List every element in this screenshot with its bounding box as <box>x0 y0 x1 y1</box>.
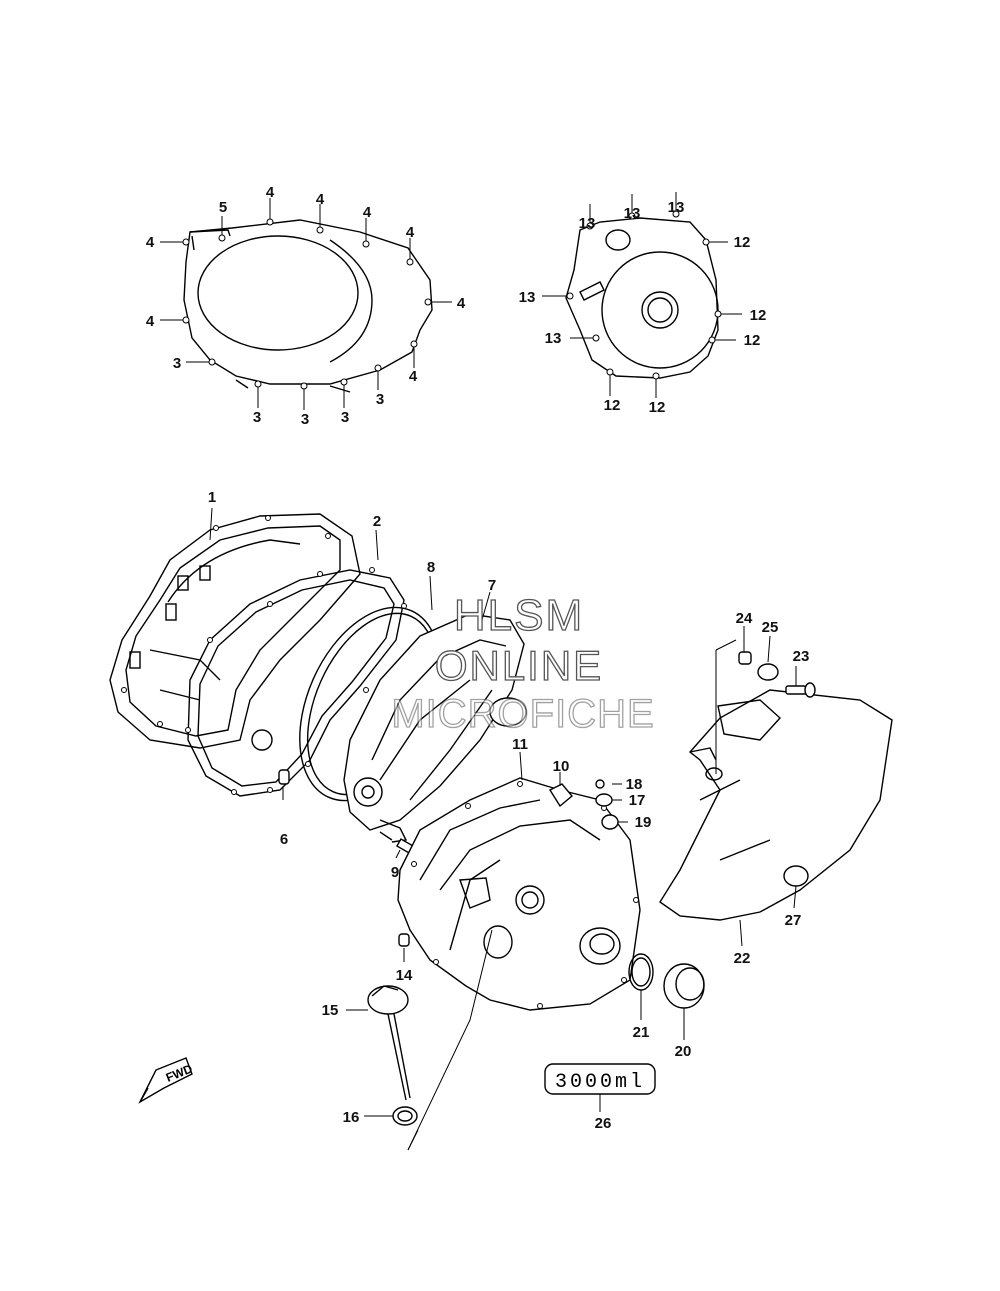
grommet <box>757 663 779 681</box>
callout-2: 2 <box>373 513 381 530</box>
callout-4: 4 <box>146 234 155 251</box>
callout-9: 9 <box>391 864 399 881</box>
callout-24: 24 <box>736 610 753 627</box>
callout-4: 4 <box>363 204 372 221</box>
callout-15: 15 <box>322 1002 339 1019</box>
outer-clutch-cover <box>160 198 452 410</box>
callout-12: 12 <box>750 307 767 324</box>
dowel-pin-2 <box>398 933 410 947</box>
callout-8: 8 <box>427 559 435 576</box>
callout-25: 25 <box>762 619 779 636</box>
bolt <box>379 831 415 854</box>
o-ring <box>392 1106 418 1126</box>
callout-3: 3 <box>253 409 261 426</box>
callout-12: 12 <box>744 332 761 349</box>
callout-12: 12 <box>604 397 621 414</box>
cap <box>783 865 809 887</box>
callout-4: 4 <box>409 368 418 385</box>
leader-line-2 <box>407 1129 419 1151</box>
callout-1: 1 <box>208 489 216 506</box>
callout-6: 6 <box>280 831 288 848</box>
washer <box>595 793 613 807</box>
callout-3: 3 <box>376 391 384 408</box>
watermark: HLSM ONLINE MICROFICHE <box>391 590 655 736</box>
fwd-arrow: FWD <box>138 1057 195 1104</box>
callout-13: 13 <box>668 199 685 216</box>
small-washer <box>595 779 605 789</box>
clutch-guide-plate <box>343 613 527 843</box>
callout-4: 4 <box>146 313 155 330</box>
callout-3: 3 <box>173 355 181 372</box>
callout-14: 14 <box>396 967 413 984</box>
watermark-line1: HLSM <box>454 591 584 640</box>
seal <box>601 814 619 830</box>
callout-13: 13 <box>545 330 562 347</box>
oil-filler-cap <box>367 985 411 1101</box>
collar <box>738 651 752 665</box>
callout-12: 12 <box>734 234 751 251</box>
callout-4: 4 <box>457 295 466 312</box>
dowel-pin <box>278 769 290 785</box>
plug <box>548 783 573 808</box>
callout-10: 10 <box>553 758 570 775</box>
callout-3: 3 <box>341 409 349 426</box>
callout-26: 26 <box>595 1115 612 1132</box>
callout-27: 27 <box>785 912 802 929</box>
callout-leaders <box>209 507 797 1117</box>
timing-plug <box>663 963 705 1009</box>
callout-22: 22 <box>734 950 751 967</box>
watermark-line3: MICROFICHE <box>391 692 654 736</box>
callouts: 5 4 4 4 4 4 4 4 4 3 3 3 3 3 13 13 13 13 … <box>146 184 810 1132</box>
callout-7: 7 <box>488 577 496 594</box>
magneto-cover <box>542 192 742 398</box>
callout-17: 17 <box>629 792 646 809</box>
leader-line-4 <box>715 639 737 651</box>
quantity-label: 3000ml <box>544 1063 656 1095</box>
magneto-cover-lower <box>397 777 641 1011</box>
callout-4: 4 <box>316 191 325 208</box>
clutch-cover-gasket <box>185 567 407 797</box>
callout-5: 5 <box>219 199 227 216</box>
callout-20: 20 <box>675 1043 692 1060</box>
callout-11: 11 <box>512 736 528 753</box>
callout-4: 4 <box>406 224 415 241</box>
callout-23: 23 <box>793 648 810 665</box>
callout-16: 16 <box>343 1109 360 1126</box>
callout-13: 13 <box>519 289 536 306</box>
callout-4: 4 <box>266 184 275 201</box>
callout-3: 3 <box>301 411 309 428</box>
callout-13: 13 <box>579 215 596 232</box>
callout-19: 19 <box>635 814 652 831</box>
leader-line <box>407 929 493 1151</box>
callout-18: 18 <box>626 776 643 793</box>
callout-21: 21 <box>633 1024 650 1041</box>
quantity-text: 3000ml <box>555 1071 645 1094</box>
callout-13: 13 <box>624 205 641 222</box>
watermark-line2: ONLINE <box>435 642 603 689</box>
callout-12: 12 <box>649 399 666 416</box>
right-cover <box>659 689 893 921</box>
